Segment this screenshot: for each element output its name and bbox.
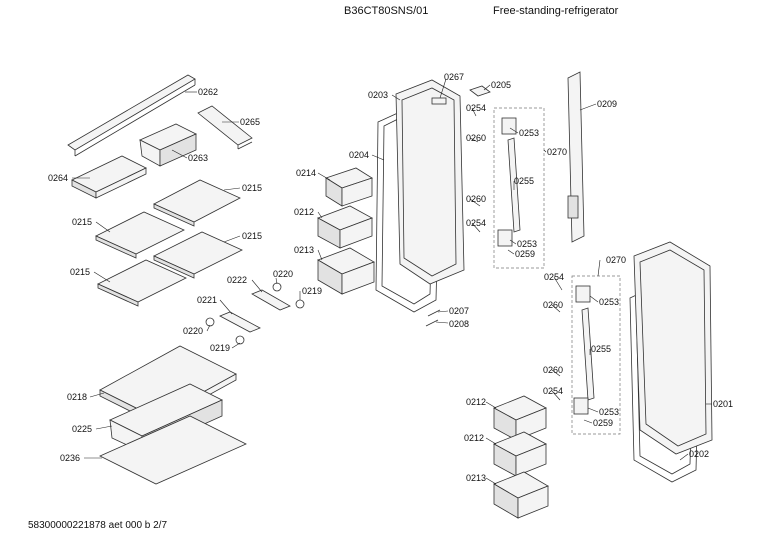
callout-0219-b: 0219 bbox=[210, 343, 230, 353]
part-rail-0221 bbox=[205, 311, 261, 345]
callout-0260-b: 0260 bbox=[466, 194, 486, 204]
part-cover-0236 bbox=[99, 415, 247, 485]
callout-0214: 0214 bbox=[296, 168, 316, 178]
diagram-title: Free-standing-refrigerator bbox=[493, 5, 619, 17]
callout-0270-a: 0270 bbox=[547, 147, 567, 157]
callout-0253-a: 0253 bbox=[519, 128, 539, 138]
callout-0264: 0264 bbox=[48, 173, 68, 183]
callout-0213-b: 0213 bbox=[466, 473, 486, 483]
callout-0225: 0225 bbox=[72, 424, 92, 434]
callout-0222: 0222 bbox=[227, 275, 247, 285]
callout-0212-a: 0212 bbox=[294, 207, 314, 217]
callout-0254-d: 0254 bbox=[543, 386, 563, 396]
callout-0208: 0208 bbox=[449, 319, 469, 329]
callout-0253-c: 0253 bbox=[599, 297, 619, 307]
callout-0201: 0201 bbox=[713, 399, 733, 409]
callout-0212-b: 0212 bbox=[466, 397, 486, 407]
part-handle-0255-lower bbox=[573, 285, 595, 415]
part-hinge-0205 bbox=[469, 85, 491, 97]
part-screws-0207-0208 bbox=[425, 309, 441, 327]
callout-0260-a: 0260 bbox=[466, 133, 486, 143]
callout-0254-c: 0254 bbox=[544, 272, 564, 282]
part-shelf-0215-c bbox=[153, 231, 243, 279]
part-box-0263 bbox=[139, 123, 197, 167]
callout-0219-a: 0219 bbox=[302, 286, 322, 296]
part-door-0203 bbox=[395, 79, 465, 285]
document-id: 58300000221878 aet 000 b 2/7 bbox=[28, 520, 168, 531]
callout-0259-a: 0259 bbox=[515, 249, 535, 259]
callout-0215-a: 0215 bbox=[242, 183, 262, 193]
callout-0215-d: 0215 bbox=[70, 267, 90, 277]
callout-0207: 0207 bbox=[449, 306, 469, 316]
callout-0221: 0221 bbox=[197, 295, 217, 305]
part-bin-0212 bbox=[317, 205, 373, 249]
handle-group-upper bbox=[493, 107, 545, 269]
callout-0204: 0204 bbox=[349, 150, 369, 160]
part-rail-0262 bbox=[67, 74, 196, 157]
callout-0262: 0262 bbox=[198, 87, 218, 97]
callout-labels: 0262 0265 0263 0264 0215 0215 0215 0215 … bbox=[48, 72, 733, 483]
callout-0253-b: 0253 bbox=[517, 239, 537, 249]
callout-0220-b: 0220 bbox=[183, 326, 203, 336]
callout-0253-d: 0253 bbox=[599, 407, 619, 417]
callout-0255-a: 0255 bbox=[514, 176, 534, 186]
part-shelf-0215-a bbox=[153, 179, 241, 227]
callout-0265: 0265 bbox=[240, 117, 260, 127]
part-tray-0264 bbox=[71, 155, 147, 199]
callout-0209: 0209 bbox=[597, 99, 617, 109]
callout-0263: 0263 bbox=[188, 153, 208, 163]
callout-0255-b: 0255 bbox=[591, 344, 611, 354]
part-shelf-0215-d bbox=[97, 259, 187, 307]
part-clip-0267 bbox=[431, 97, 447, 105]
part-bin-0213-r bbox=[493, 471, 549, 519]
callout-0220-a: 0220 bbox=[273, 269, 293, 279]
part-trim-0265 bbox=[197, 105, 253, 150]
callout-0218: 0218 bbox=[67, 392, 87, 402]
part-shelf-0215-b bbox=[95, 211, 185, 259]
callout-0267: 0267 bbox=[444, 72, 464, 82]
part-bin-0214 bbox=[325, 167, 373, 207]
callout-0202: 0202 bbox=[689, 449, 709, 459]
callout-0259-b: 0259 bbox=[593, 418, 613, 428]
callout-0236: 0236 bbox=[60, 453, 80, 463]
callout-0205: 0205 bbox=[491, 80, 511, 90]
model-number: B36CT80SNS/01 bbox=[344, 5, 429, 17]
callout-0254-a: 0254 bbox=[466, 103, 486, 113]
part-bin-0213 bbox=[317, 247, 375, 295]
callout-0215-b: 0215 bbox=[72, 217, 92, 227]
part-bin-0212-r2 bbox=[493, 431, 547, 477]
callout-0260-c: 0260 bbox=[543, 300, 563, 310]
callout-0203: 0203 bbox=[368, 90, 388, 100]
callout-0213-a: 0213 bbox=[294, 245, 314, 255]
part-rail-0222 bbox=[251, 282, 305, 311]
leader-lines bbox=[72, 78, 712, 485]
callout-0260-d: 0260 bbox=[543, 365, 563, 375]
callout-0270-b: 0270 bbox=[606, 255, 626, 265]
callout-0254-b: 0254 bbox=[466, 218, 486, 228]
handle-group-lower bbox=[571, 275, 621, 435]
part-door-0201 bbox=[633, 241, 713, 455]
callout-0212-c: 0212 bbox=[464, 433, 484, 443]
part-hinge-bar-0209 bbox=[567, 71, 585, 243]
callout-0215-c: 0215 bbox=[242, 231, 262, 241]
